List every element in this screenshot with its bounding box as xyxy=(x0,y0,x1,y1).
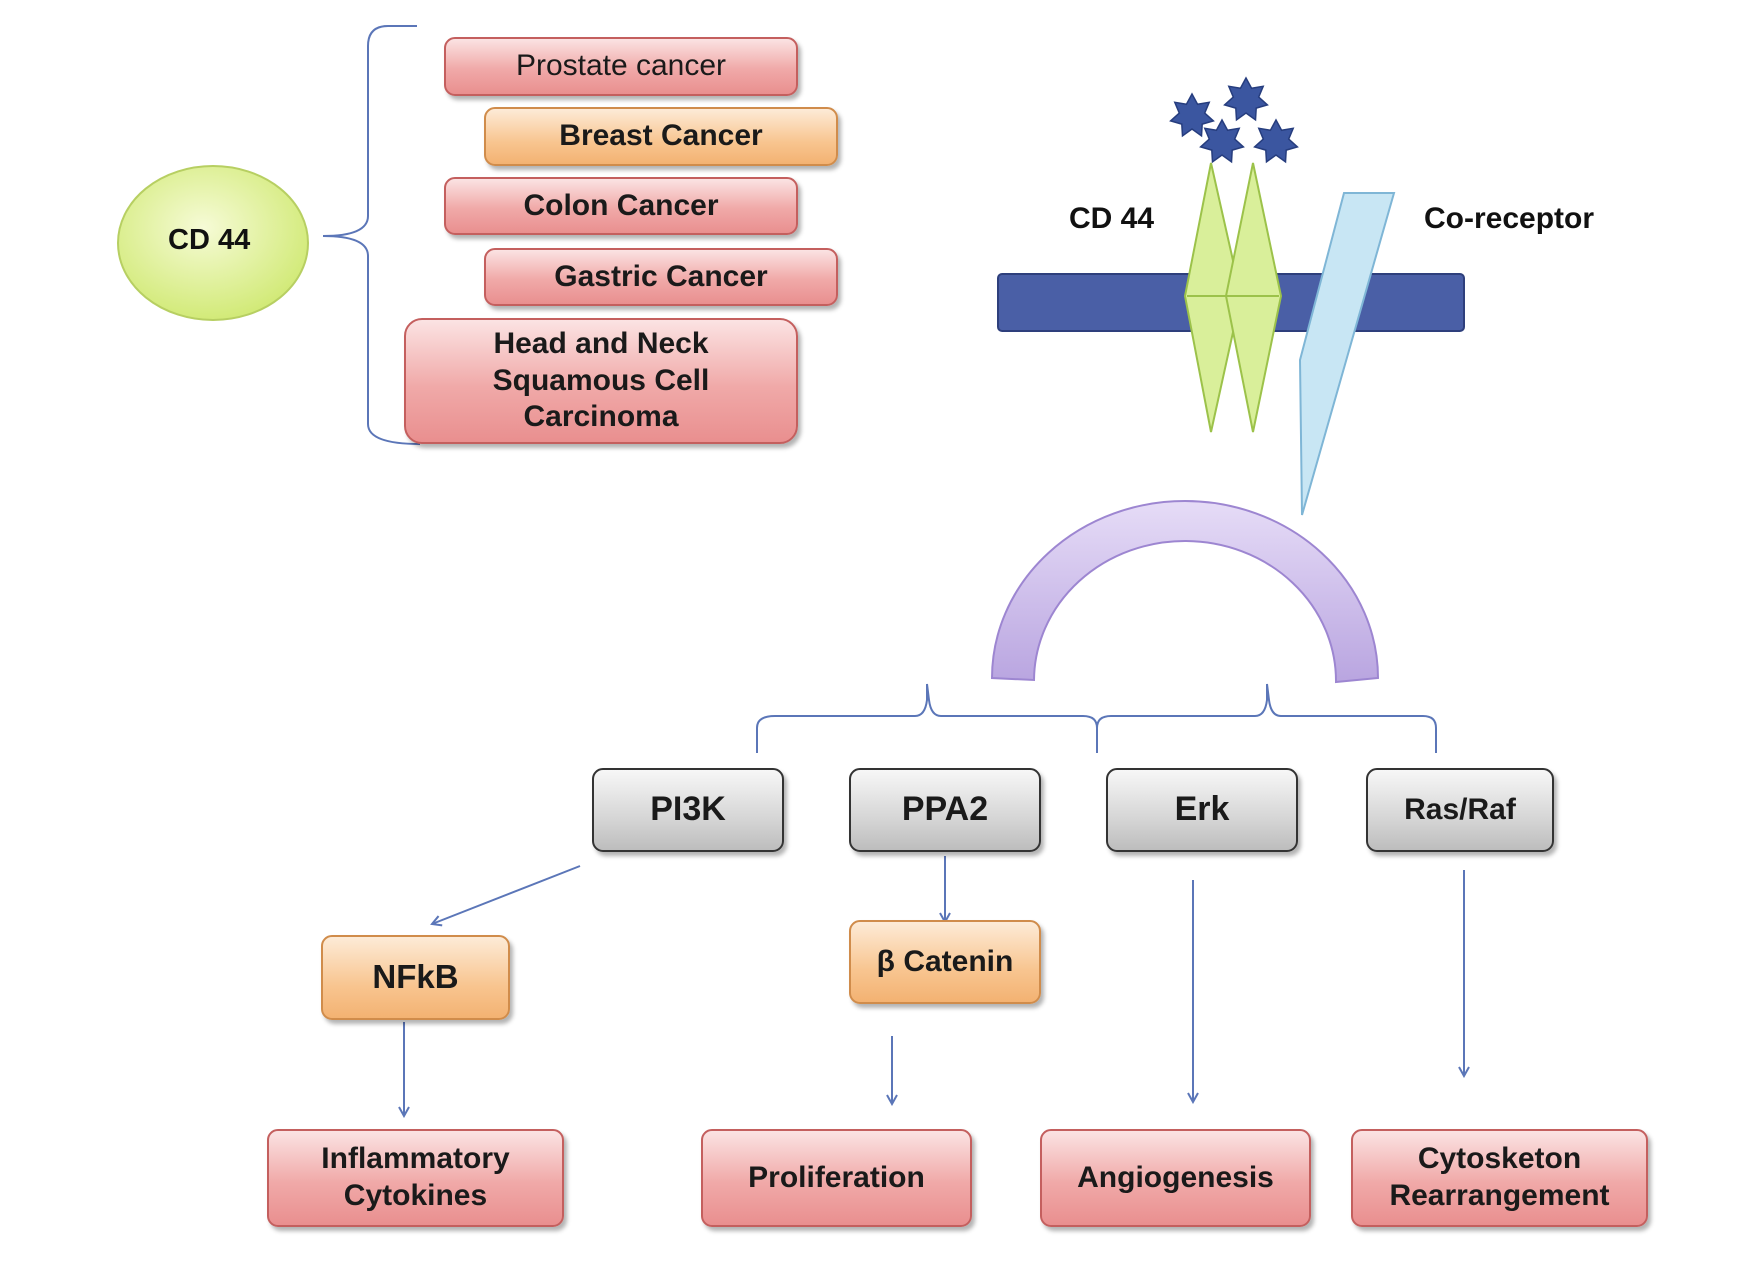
cd44-ellipse xyxy=(117,165,309,321)
cancer-box-breast: Breast Cancer xyxy=(484,107,838,166)
cancer-box-hnscc: Head and Neck Squamous Cell Carcinoma xyxy=(404,318,798,444)
coreceptor-label: Co-receptor xyxy=(1424,202,1595,235)
ligand-star xyxy=(1223,76,1269,122)
cd44-receptor-label: CD 44 xyxy=(1069,202,1155,235)
cancer-box-gastric: Gastric Cancer xyxy=(484,248,838,306)
outcome-box-inflammatory-cytokines: Inflammatory Cytokines xyxy=(267,1129,564,1227)
cancer-brace xyxy=(322,25,421,445)
pathway-brace-right xyxy=(1096,683,1437,753)
arrow-pi3k-nfkb xyxy=(432,865,581,924)
outcome-box-cytoskeleton-rearrangement: Cytosketon Rearrangement xyxy=(1351,1129,1648,1227)
pathway-box-erk: Erk xyxy=(1106,768,1298,852)
ligand-star xyxy=(1253,118,1299,164)
pathway-box-pi3k: PI3K xyxy=(592,768,784,852)
outcome-box-angiogenesis: Angiogenesis xyxy=(1040,1129,1311,1227)
cancer-box-prostate: Prostate cancer xyxy=(444,37,798,96)
ligand-star xyxy=(1199,118,1245,164)
signaling-arc xyxy=(990,500,1380,684)
pathway-box-rasraf: Ras/Raf xyxy=(1366,768,1554,852)
nfkb-box: NFkB xyxy=(321,935,510,1020)
cd44-protein xyxy=(1183,162,1283,433)
ligand-stars xyxy=(1169,76,1299,164)
cancer-box-colon: Colon Cancer xyxy=(444,177,798,235)
ligand-star xyxy=(1169,92,1215,138)
cd44-node-label: CD 44 xyxy=(168,224,251,256)
pathway-box-ppa2: PPA2 xyxy=(849,768,1041,852)
pathway-brace-left xyxy=(756,683,1098,753)
beta-catenin-box: β Catenin xyxy=(849,920,1041,1004)
coreceptor-protein xyxy=(1298,192,1396,516)
outcome-box-proliferation: Proliferation xyxy=(701,1129,972,1227)
